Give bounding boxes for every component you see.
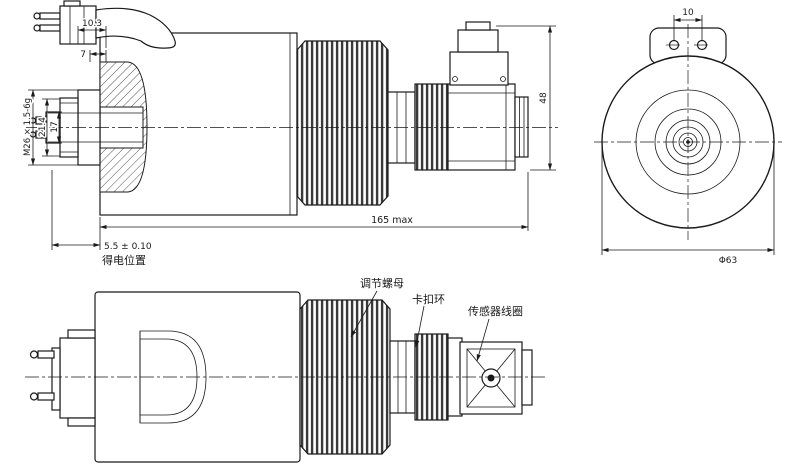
bore-lines: [48, 112, 143, 143]
sensor-body: [447, 83, 516, 171]
thread-callout-label: M26 × 1.5-6g: [23, 98, 33, 156]
dim-label-phi63: Φ63: [719, 256, 738, 266]
side-external-view: 调节螺母 卡扣环 传感器线圈: [25, 276, 548, 463]
end-cap: [521, 349, 533, 406]
connector-pin: [39, 24, 61, 32]
dimension-21-4: 21.4: [37, 98, 60, 157]
dimension-thread: M26 × 1.5-6g: [22, 89, 78, 166]
callout-adjusting-nut: 调节螺母: [350, 276, 406, 338]
adjustment-nut-fins: [296, 40, 389, 206]
connector-pin: [37, 350, 55, 359]
cable-boot: [95, 7, 176, 49]
connector-pin: [39, 12, 61, 20]
snap-ring-label: 卡扣环: [412, 292, 445, 306]
connector-pin: [37, 392, 55, 401]
dim-label-17: 17: [50, 121, 60, 132]
sensor-housing: [414, 21, 529, 171]
dim-label-7: 7: [80, 50, 86, 60]
energized-position-label: 得电位置: [102, 253, 146, 267]
side-section-view: 10.3 7 M26 × 1.5-6g 21.4 17: [22, 0, 558, 269]
sensor-connector-base: [449, 51, 509, 86]
dim-label-5-5: 5.5 ± 0.10: [104, 242, 152, 252]
dimension-48: 48: [496, 25, 556, 171]
adjustment-nut-fins: [299, 299, 391, 455]
callout-sensor-coil: 传感器线圈: [467, 303, 525, 362]
dim-label-21-4: 21.4: [38, 117, 48, 137]
end-view: 10 Φ63: [594, 7, 782, 268]
mounting-bracket: [649, 27, 727, 65]
end-cap: [514, 96, 529, 158]
dim-label-48: 48: [539, 92, 549, 104]
electrical-connector: [29, 329, 96, 427]
dim-label-10-3: 10.3: [82, 19, 102, 29]
callout-snap-ring: 卡扣环: [411, 291, 447, 348]
dimension-10-3: 10.3: [77, 18, 107, 48]
dimension-165-max: 165 max: [99, 172, 529, 231]
dim-label-10: 10: [682, 8, 694, 18]
dimension-phi63: Φ63: [601, 146, 775, 268]
dimension-17: 17: [46, 111, 62, 144]
electrical-connector: [33, 0, 176, 49]
dim-label-165-max: 165 max: [371, 215, 413, 226]
sensor-connector-mid: [457, 29, 499, 53]
dimension-10: 10: [673, 7, 703, 40]
ribbed-ring: [414, 83, 449, 171]
sensor-assembly: [414, 333, 533, 421]
sensor-connector-top: [465, 21, 491, 31]
sensor-coil-label: 传感器线圈: [468, 304, 523, 318]
dimension-5-5: 5.5 ± 0.10 得电位置: [51, 170, 153, 269]
connector-body: [59, 337, 96, 419]
dimension-7: 7: [79, 49, 107, 62]
adjusting-nut-label: 调节螺母: [360, 277, 404, 290]
